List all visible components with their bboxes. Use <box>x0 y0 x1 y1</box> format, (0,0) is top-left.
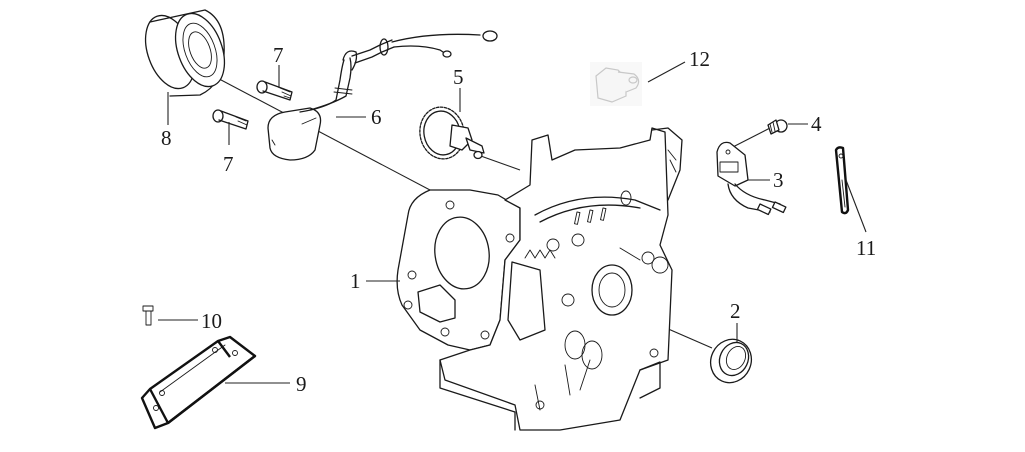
crankcase-part <box>396 127 683 431</box>
leader-12 <box>647 61 686 83</box>
mounting-bracket-part <box>140 335 257 430</box>
leader-11 <box>845 179 867 233</box>
callout-label-6: 6 <box>371 105 382 129</box>
callout-label-3: 3 <box>773 168 784 192</box>
oil-seal-part <box>709 338 753 384</box>
callout-label-1: 1 <box>350 269 361 293</box>
callout-label-12: 12 <box>689 47 710 71</box>
bolt-part-upper <box>256 80 293 101</box>
callout-label-8: 8 <box>161 126 172 150</box>
bolt-part-lower <box>212 109 249 130</box>
callout-label-7-lower: 7 <box>223 152 234 176</box>
callout-label-11: 11 <box>856 236 876 260</box>
assembly-line-gear <box>477 154 521 171</box>
sensor-bolt-part <box>767 119 788 135</box>
callout-label-4: 4 <box>811 112 822 136</box>
governor-gear-part <box>419 106 485 160</box>
bearing-part <box>144 9 226 97</box>
callout-label-9: 9 <box>296 372 307 396</box>
callout-label-7-upper: 7 <box>273 43 284 67</box>
oil-sensor-part <box>716 141 787 216</box>
wire-clamp-part <box>590 62 642 106</box>
clip-part <box>834 146 850 215</box>
breather-tube-part <box>267 30 498 161</box>
small-bolt-part <box>142 305 154 326</box>
callout-label-5: 5 <box>453 65 464 89</box>
callout-label-10: 10 <box>201 309 222 333</box>
callout-label-2: 2 <box>730 299 741 323</box>
